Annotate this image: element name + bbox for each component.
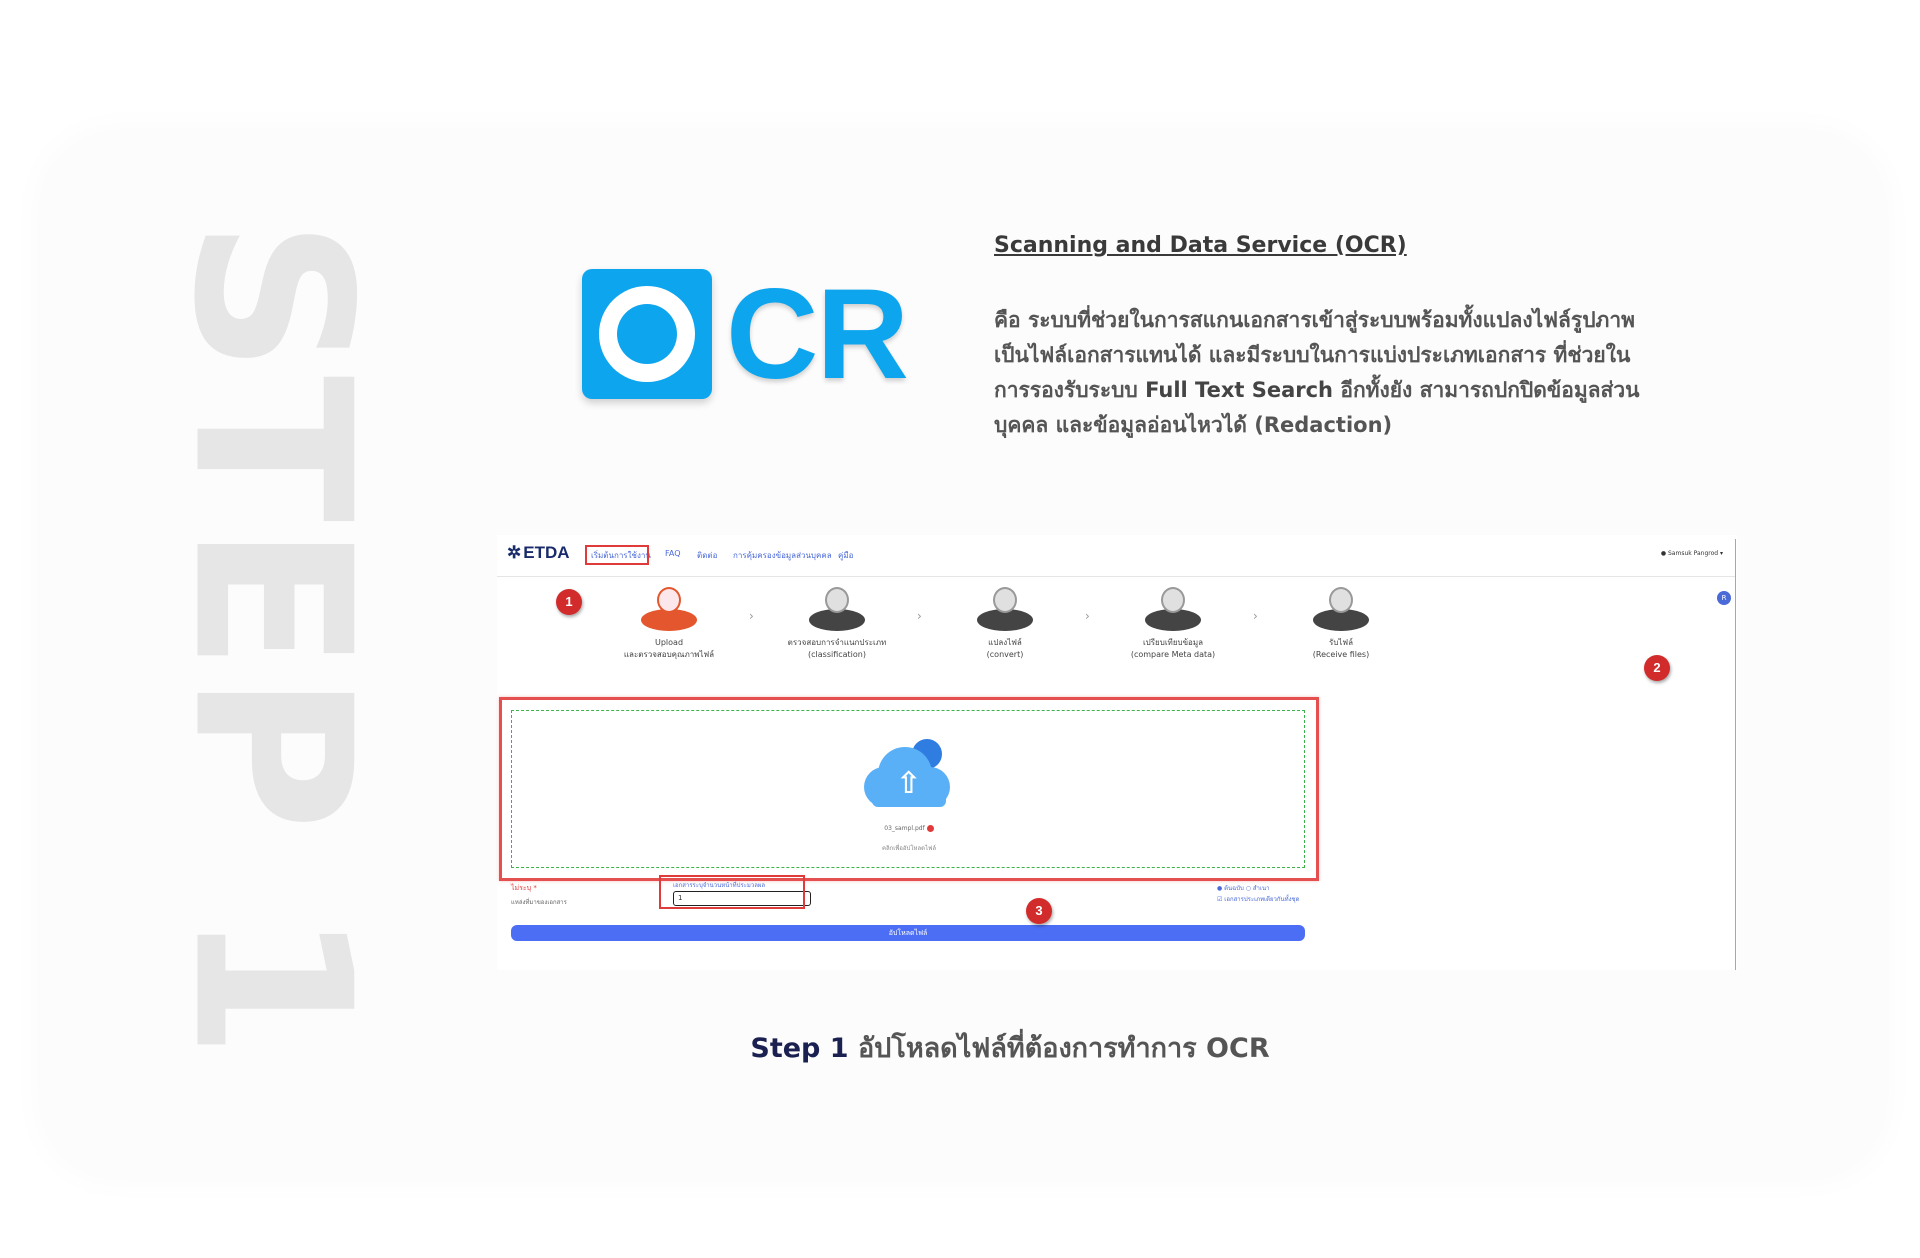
- step-watermark: STEP 1: [146, 218, 398, 1062]
- description-emphasis: Full Text Search: [1145, 378, 1334, 402]
- receive-step-icon: [1313, 587, 1369, 631]
- user-icon: ●: [1660, 550, 1668, 557]
- source-label: แหล่งที่มาของเอกสาร: [511, 899, 567, 906]
- workflow-step-receive[interactable]: รับไฟล์(Receive files): [1271, 587, 1411, 661]
- same-type-checkbox[interactable]: ☑ เอกสารประเภทเดียวกันทั้งชุด: [1217, 896, 1300, 903]
- etda-mark-icon: ✲: [507, 543, 522, 562]
- workflow-step-convert[interactable]: แปลงไฟล์(convert): [935, 587, 1075, 661]
- step-arrow-icon: ›: [917, 609, 922, 623]
- description-title: Scanning and Data Service (OCR): [994, 233, 1407, 258]
- uploaded-file-name: 03_sampl.pdf: [512, 825, 1306, 832]
- user-menu[interactable]: ● Samsuk Pangrod ▾: [1660, 550, 1723, 557]
- compare-step-icon: [1145, 587, 1201, 631]
- app-navbar: ✲ETDA เริ่มต้นการใช้งาน FAQ ติดต่อ การคุ…: [497, 535, 1735, 577]
- step-arrow-icon: ›: [1085, 609, 1090, 623]
- caption-step: Step 1: [750, 1033, 849, 1064]
- nav-item-faq[interactable]: FAQ: [665, 549, 681, 558]
- source-required-label: ไม่ระบุ *: [511, 884, 537, 892]
- description-line-1: คือ ระบบที่ช่วยในการสแกนเอกสารเข้าสู่ระบ…: [994, 308, 1636, 332]
- nav-item-manual[interactable]: คู่มือ: [838, 551, 854, 560]
- nav-item-contact[interactable]: ติดต่อ: [697, 551, 718, 560]
- file-dropzone[interactable]: ⇧ 03_sampl.pdf คลิกเพื่ออัปโหลดไฟล์: [511, 710, 1305, 868]
- description-line-4: บุคคล และข้อมูลอ่อนไหวได้ (Redaction): [994, 413, 1393, 437]
- upload-button[interactable]: อัปโหลดไฟล์: [511, 925, 1305, 941]
- highlight-box-input: [659, 875, 805, 909]
- page-count-input[interactable]: 1: [673, 891, 811, 906]
- dropzone-hint: คลิกเพื่ออัปโหลดไฟล์: [881, 845, 937, 852]
- document-type-radio[interactable]: ● ต้นฉบับ ○ สำเนา: [1217, 885, 1270, 892]
- description-line-3: การรองรับระบบ Full Text Search อีกทั้งยั…: [994, 378, 1640, 402]
- callout-marker-2: 2: [1644, 655, 1670, 681]
- cloud-upload-icon: ⇧: [864, 739, 952, 807]
- caption-text: อัปโหลดไฟล์ที่ต้องการทำการ OCR: [848, 1033, 1270, 1064]
- upload-step-icon: [641, 587, 697, 631]
- nav-item-getting-started[interactable]: เริ่มต้นการใช้งาน: [591, 551, 651, 560]
- ocr-logo-letters: CR: [726, 263, 909, 406]
- workflow-step-compare[interactable]: เปรียบเทียบข้อมูล(compare Meta data): [1103, 587, 1243, 661]
- ocr-logo-o-icon: [582, 269, 712, 399]
- highlight-box-nav: [585, 545, 649, 565]
- callout-marker-1: 1: [556, 589, 582, 615]
- description-body: คือ ระบบที่ช่วยในการสแกนเอกสารเข้าสู่ระบ…: [994, 303, 1674, 443]
- app-screenshot: ✲ETDA เริ่มต้นการใช้งาน FAQ ติดต่อ การคุ…: [497, 535, 1737, 970]
- workflow-step-classification[interactable]: ตรวจสอบการจำแนกประเภท(classification): [767, 587, 907, 661]
- description-line-2: เป็นไฟล์เอกสารแทนได้ และมีระบบในการแบ่งป…: [994, 343, 1631, 367]
- side-badge-icon[interactable]: R: [1717, 591, 1731, 605]
- nav-item-privacy[interactable]: การคุ้มครองข้อมูลส่วนบุคคล: [733, 551, 832, 560]
- classification-step-icon: [809, 587, 865, 631]
- step-caption: Step 1 อัปโหลดไฟล์ที่ต้องการทำการ OCR: [0, 1026, 1920, 1069]
- ocr-logo: CR: [578, 263, 909, 406]
- step-arrow-icon: ›: [749, 609, 754, 623]
- page-count-label: เอกสารระบุจำนวนหน้าที่ประมวลผล: [673, 882, 766, 889]
- etda-logo[interactable]: ✲ETDA: [507, 543, 570, 562]
- convert-step-icon: [977, 587, 1033, 631]
- callout-marker-3: 3: [1026, 898, 1052, 924]
- step-arrow-icon: ›: [1253, 609, 1258, 623]
- remove-file-icon[interactable]: [926, 825, 934, 832]
- highlight-box-dropzone: [499, 697, 1319, 881]
